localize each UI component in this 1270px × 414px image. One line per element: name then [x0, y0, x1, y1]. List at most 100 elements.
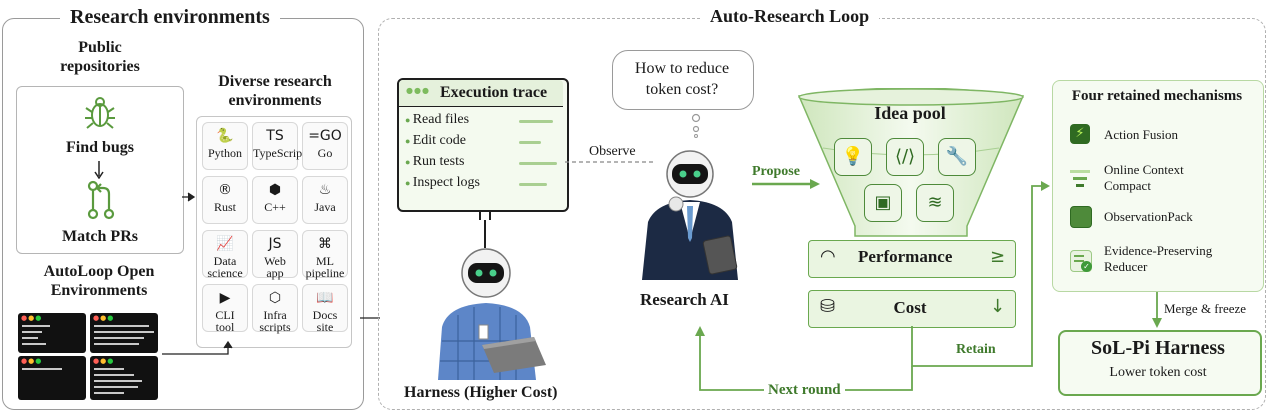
cost-symbol: ↓ — [990, 296, 1006, 317]
trace-list: ● Read files● Edit code● Run tests● Insp… — [397, 108, 565, 208]
mechanism-label: Evidence-Preserving Reducer — [1104, 243, 1213, 274]
public-repositories-label: Public repositories — [60, 39, 140, 75]
trace-bar — [519, 162, 557, 165]
window-dots-icon: ●●● — [406, 86, 430, 95]
environment-card: 📈 Data science — [202, 230, 248, 280]
environment-icon: ⬡ — [268, 290, 282, 306]
sol-pi-harness-title: SoL-Pi Harness — [1091, 337, 1225, 359]
left-connectors — [162, 192, 380, 355]
environment-icon: 📖 — [316, 290, 334, 306]
environment-card: ⌘ ML pipeline — [302, 230, 348, 280]
performance-box — [808, 240, 1016, 278]
environment-icon: ▶ — [219, 290, 231, 306]
environment-label: Java — [314, 200, 336, 214]
public-repos-box — [16, 86, 184, 254]
environment-icon: JS — [268, 236, 282, 252]
cost-label: Cost — [893, 298, 927, 317]
harness-robot-illustration — [438, 248, 546, 380]
mechanism-label: ObservationPack — [1104, 209, 1193, 224]
environment-label: ML pipeline — [305, 254, 345, 280]
environment-card: ⬡Infra scripts — [252, 284, 298, 333]
find-bugs-label: Find bugs — [65, 139, 135, 156]
mechanism-label: Online Context Compact — [1104, 162, 1184, 193]
terminal-window: ●●● — [90, 356, 158, 400]
layers-icon: ≋ — [916, 184, 954, 222]
environment-label: Go — [317, 146, 333, 160]
execution-trace-header — [399, 80, 563, 107]
document-check-icon: ✓ — [1070, 250, 1092, 272]
environment-card: JS Web app — [252, 230, 298, 280]
bug-icon — [85, 97, 115, 129]
match-prs-label: Match PRs — [62, 228, 138, 245]
performance-label: Performance — [858, 247, 953, 266]
trace-item-label: Edit code — [412, 133, 466, 148]
bullet-icon: ● — [405, 178, 413, 188]
bullet-icon: ● — [405, 115, 413, 125]
trace-item: ● Run tests — [405, 154, 464, 170]
autoloop-label: AutoLoop Open Environments — [43, 263, 155, 299]
environment-icon: 📈 — [216, 236, 234, 252]
pull-request-icon — [87, 180, 115, 220]
lightbulb-icon: 💡 — [834, 138, 872, 176]
environment-label: Data science — [207, 254, 243, 280]
propose-arrow — [752, 179, 820, 189]
gauge-icon: ◠ — [820, 246, 836, 267]
trace-item-label: Inspect logs — [412, 175, 480, 190]
window-dots-icon: ●●● — [93, 357, 115, 365]
environment-label: Web app — [264, 254, 286, 280]
thought-text: How to reduce token cost? — [634, 60, 730, 98]
compress-icon — [1070, 168, 1090, 188]
chip-icon: ▣ — [864, 184, 902, 222]
environment-icon: ⌘ — [318, 236, 332, 252]
research-ai-robot-illustration — [642, 150, 738, 280]
environment-icon: TS — [266, 128, 284, 144]
wrench-icon: 🔧 — [938, 138, 976, 176]
diverse-environments-label: Diverse research environments — [218, 73, 332, 109]
execution-trace-title: Execution trace — [440, 84, 548, 101]
environment-label: TypeScript — [253, 146, 306, 160]
research-ai-label: Research AI — [640, 290, 729, 309]
environment-label: CLI tool — [215, 308, 235, 334]
environment-card: 📖 Docs site — [302, 284, 348, 334]
trace-item-label: Read files — [412, 112, 470, 127]
diverse-environments-box — [196, 116, 352, 348]
trace-item: ● Read files — [405, 112, 469, 128]
package-icon — [1070, 206, 1092, 228]
coins-icon: ⛁ — [820, 296, 836, 317]
bullet-icon: ● — [405, 157, 413, 167]
observe-connector — [565, 161, 653, 163]
trace-item-label: Run tests — [412, 154, 465, 169]
trace-bar — [519, 141, 541, 144]
harness-label: Harness (Higher Cost) — [404, 384, 558, 401]
mechanism-label: Action Fusion — [1104, 127, 1179, 142]
retain-label: Retain — [956, 342, 996, 357]
environment-icon: ® — [218, 182, 232, 198]
trace-bar — [519, 120, 553, 123]
thought-bubble-dots — [691, 113, 701, 138]
environment-label: Python — [207, 146, 242, 160]
merge-freeze-label: Merge & freeze — [1164, 301, 1247, 316]
auto-research-loop-title: Auto-Research Loop — [700, 6, 880, 27]
environment-card: ♨Java — [302, 176, 348, 224]
research-environments-title: Research environments — [60, 6, 280, 29]
trace-item: ● Edit code — [405, 133, 466, 149]
monitor-stand — [474, 210, 496, 248]
idea-pool-title: Idea pool — [874, 103, 946, 123]
environment-card: ⬢ C++ — [252, 176, 298, 224]
environment-card: ▶ CLI tool — [202, 284, 248, 334]
environment-label: C++ — [264, 200, 286, 214]
trace-bar — [519, 183, 547, 186]
code-icon: ⟨/⟩ — [886, 138, 924, 176]
next-round-label: Next round — [764, 382, 845, 399]
terminal-window: ●●● — [18, 313, 86, 353]
lightning-icon: ⚡ — [1070, 124, 1090, 144]
environment-icon: ⬢ — [268, 182, 282, 198]
environment-card: ®Rust — [202, 176, 248, 224]
terminal-window: ●●● — [18, 356, 86, 400]
environment-label: Docs site — [312, 308, 338, 334]
window-dots-icon: ●●● — [21, 357, 43, 365]
performance-symbol: ≥ — [990, 246, 1006, 267]
environment-card: TS TypeScript — [252, 122, 306, 170]
environment-icon: 🐍 — [216, 128, 234, 144]
environment-icon: =GO — [308, 128, 342, 144]
